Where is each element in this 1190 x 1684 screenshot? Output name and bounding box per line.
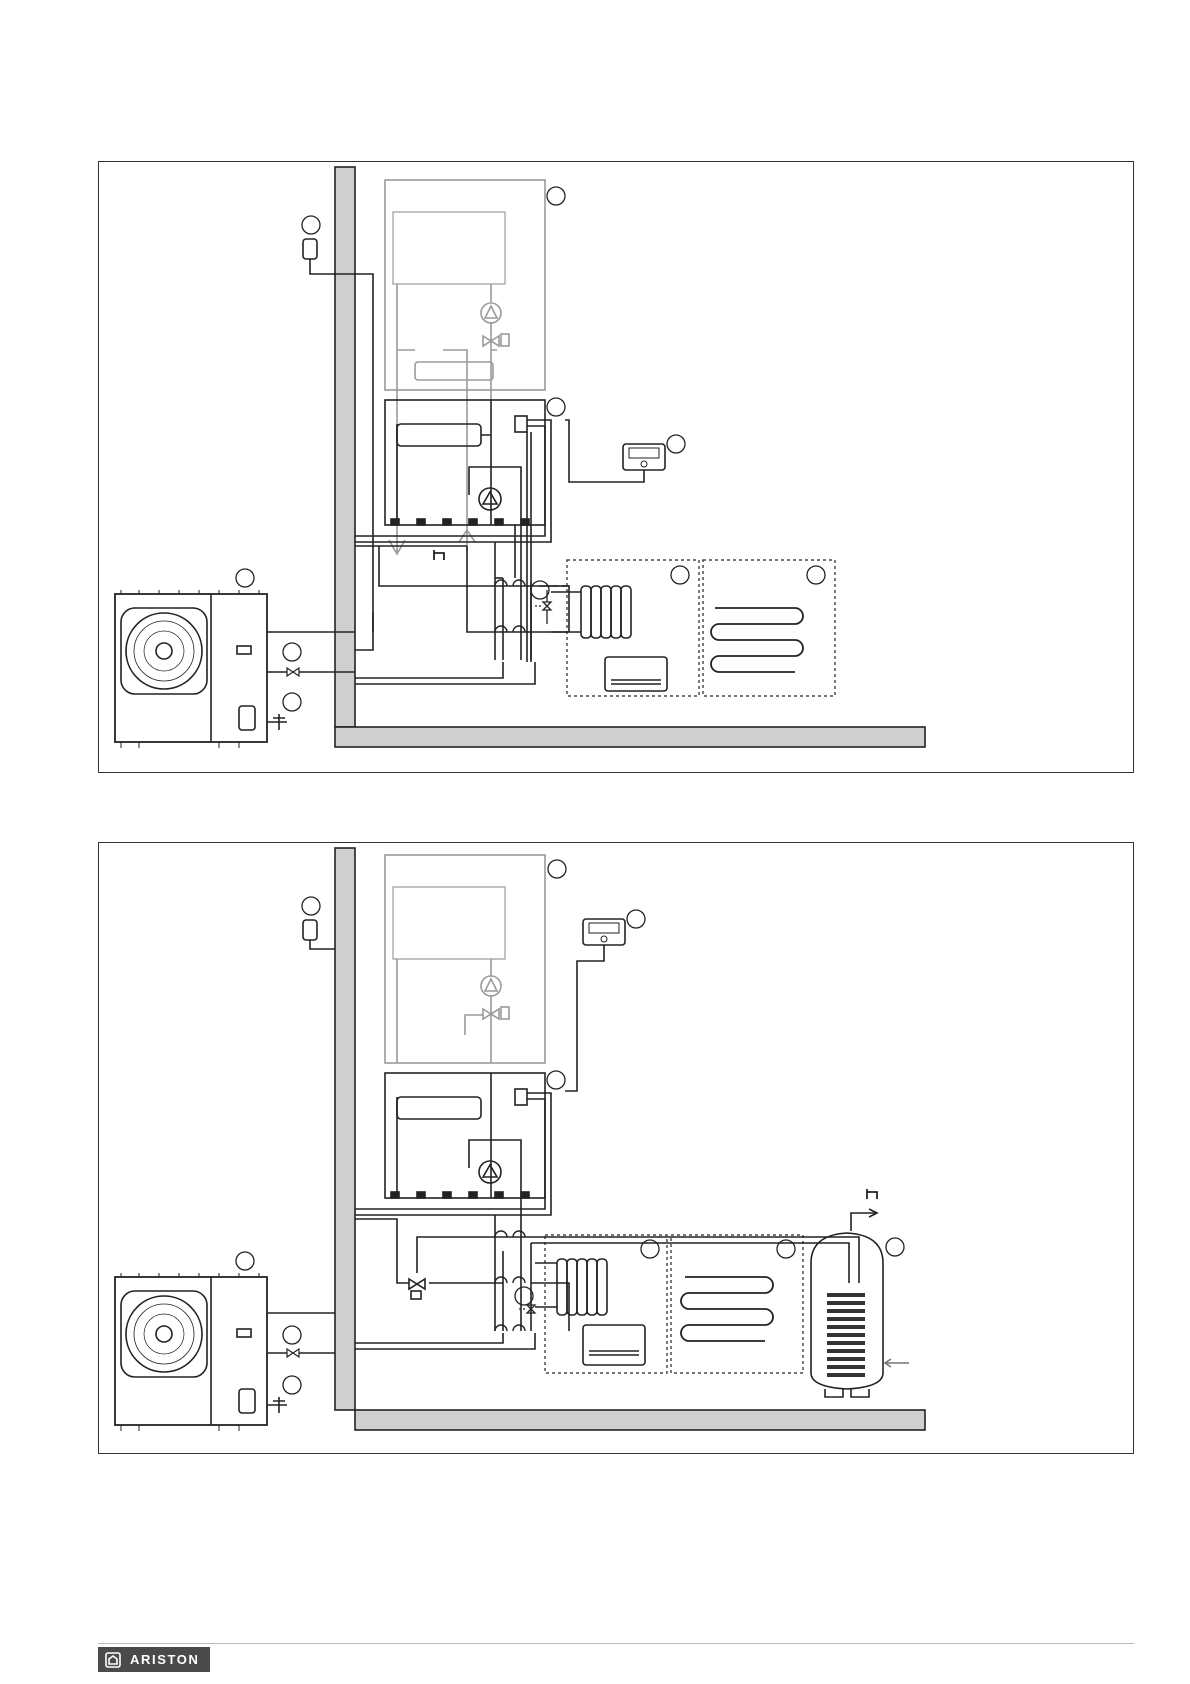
fancoil-icon xyxy=(605,657,667,691)
callout-5 xyxy=(283,643,301,661)
underfloor-zone xyxy=(671,1235,803,1373)
callout-1 xyxy=(548,860,566,878)
callout-2 xyxy=(547,1071,565,1089)
scheme-panel-2 xyxy=(98,842,1134,1454)
underfloor-coil-icon xyxy=(681,1277,773,1341)
callout-9 xyxy=(807,566,825,584)
callout-10 xyxy=(886,1238,904,1256)
tap-icon xyxy=(434,550,444,560)
room-thermostat-icon xyxy=(565,919,625,1091)
callout-2 xyxy=(547,398,565,416)
building-floor xyxy=(335,727,925,747)
callout-7 xyxy=(531,581,549,599)
tap-icon xyxy=(867,1189,877,1199)
callout-3 xyxy=(627,910,645,928)
callout-3 xyxy=(667,435,685,453)
bypass-valve-icon xyxy=(535,590,551,624)
callout-6 xyxy=(283,1376,301,1394)
brand-name: ARISTON xyxy=(130,1652,199,1667)
building-wall xyxy=(335,848,355,1410)
diverter-valve-icon xyxy=(409,1279,425,1299)
house-icon xyxy=(104,1651,122,1669)
indoor-circulator-grey-icon xyxy=(481,303,501,323)
underfloor-zone xyxy=(703,560,835,696)
radiator-icon xyxy=(551,586,631,638)
indoor-module-top xyxy=(385,855,545,1063)
callout-1 xyxy=(547,187,565,205)
callout-8 xyxy=(671,566,689,584)
tank-coil-icon xyxy=(827,1295,865,1375)
three-way-valve-grey-icon xyxy=(483,1007,509,1019)
callout-4 xyxy=(236,569,254,587)
callout-4 xyxy=(236,1252,254,1270)
outdoor-heat-pump-unit xyxy=(115,1273,267,1431)
hydraulic-circulator-icon xyxy=(479,1161,501,1183)
outdoor-heat-pump-unit xyxy=(115,590,267,748)
distribution-pipes xyxy=(355,542,569,660)
radiator-zone xyxy=(545,1235,667,1373)
callout-6 xyxy=(283,693,301,711)
hydraulic-module xyxy=(355,1073,551,1251)
underfloor-coil-icon xyxy=(711,608,803,672)
radiator-icon xyxy=(535,1259,607,1315)
room-thermostat-icon xyxy=(565,420,665,482)
indoor-circulator-grey-icon xyxy=(481,976,501,996)
hydraulic-circulator-icon xyxy=(479,488,501,510)
radiator-zone xyxy=(567,560,699,696)
footer-rule xyxy=(98,1643,1134,1644)
scheme-panel-1 xyxy=(98,161,1134,773)
fancoil-icon xyxy=(583,1325,645,1365)
building-wall xyxy=(335,167,355,727)
outdoor-sensor-icon xyxy=(302,897,335,949)
brand-logo: ARISTON xyxy=(98,1647,210,1672)
callout-5 xyxy=(283,1326,301,1344)
building-floor xyxy=(355,1410,925,1430)
three-way-valve-grey-icon xyxy=(483,334,509,346)
